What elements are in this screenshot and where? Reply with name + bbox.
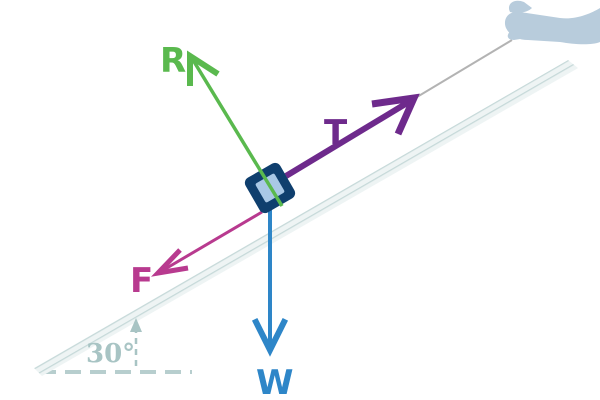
reaction-arrow <box>187 50 284 207</box>
tension-arrow <box>284 93 420 179</box>
friction-arrow <box>151 210 263 277</box>
weight-label: W <box>256 363 294 400</box>
reaction-label: R <box>160 41 186 81</box>
hand-pulling-rope-icon <box>504 0 600 45</box>
inclined-slope <box>34 60 578 376</box>
tension-label: T <box>324 113 348 153</box>
friction-label: F <box>130 261 153 301</box>
weight-arrow <box>251 200 289 357</box>
angle-marker-arrowhead <box>130 318 142 332</box>
angle-label: 30° <box>86 339 135 369</box>
rope <box>411 39 513 101</box>
